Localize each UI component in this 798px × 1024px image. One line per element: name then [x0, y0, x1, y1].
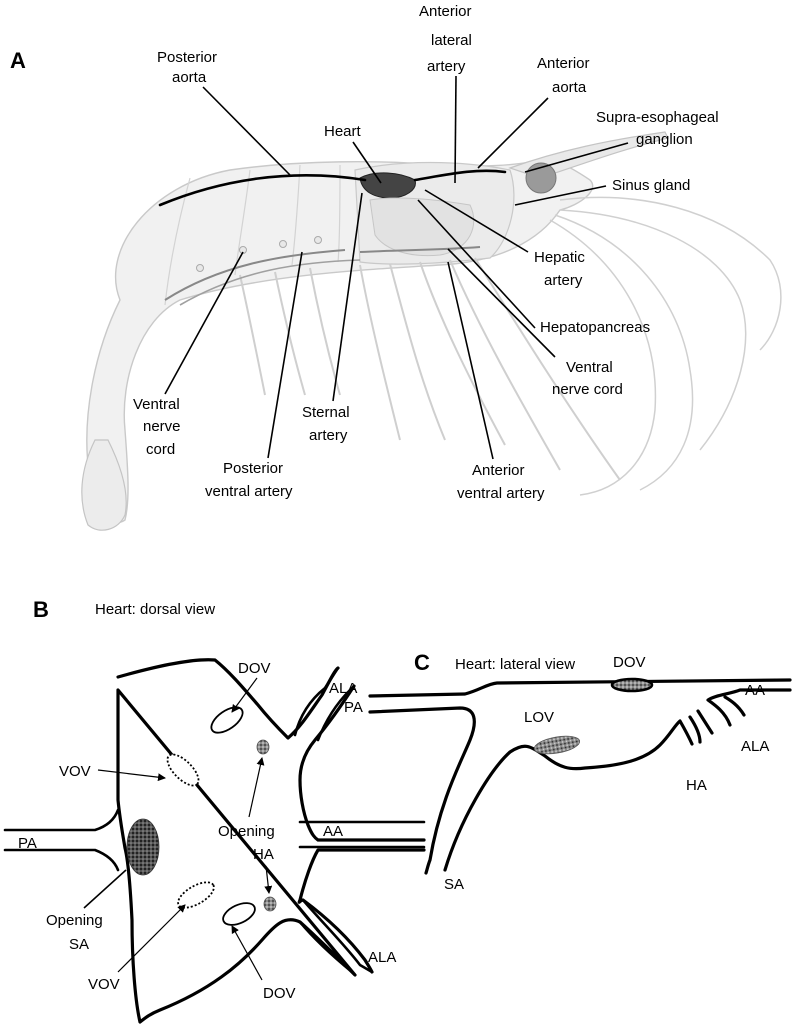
b-label-opening-sa-1: Opening: [46, 912, 103, 929]
panel-c-letter: C: [414, 650, 430, 675]
c-label-dov: DOV: [613, 654, 646, 671]
label-anterior-lateral-artery-1: Anterior: [419, 3, 472, 20]
label-posterior-aorta-2: aorta: [172, 69, 207, 86]
panel-b-title: Heart: dorsal view: [95, 601, 215, 618]
label-ganglion-1: Supra-esophageal: [596, 109, 719, 126]
b-label-opening-ha-1: Opening: [218, 823, 275, 840]
panel-c: C Heart: lateral view DOV AA PA LOV ALA …: [344, 650, 790, 893]
label-sinus-gland: Sinus gland: [612, 177, 690, 194]
label-sternal-artery-1: Sternal: [302, 404, 350, 421]
leader-anterior-aorta: [478, 98, 548, 168]
c-label-sa: SA: [444, 876, 464, 893]
b-label-aa: AA: [323, 823, 343, 840]
sa-opening: [127, 819, 159, 875]
label-ventral-nerve-cord-left-3: cord: [146, 441, 175, 458]
vov-top-ostium: [162, 749, 203, 790]
label-heart: Heart: [324, 123, 362, 140]
dov-bottom-ostium: [220, 899, 258, 930]
label-ventral-nerve-cord-right-2: nerve cord: [552, 381, 623, 398]
b-label-pa: PA: [18, 835, 37, 852]
leader-anterior-ventral-artery: [448, 262, 493, 459]
dov-top-ostium: [207, 702, 247, 737]
panel-b: B Heart: dorsal view DOV ALA VOV PA Open…: [5, 597, 424, 1022]
c-label-aa: AA: [745, 682, 765, 699]
label-hepatic-artery-2: artery: [544, 272, 583, 289]
c-dov-ostium: [612, 679, 652, 691]
leader-anterior-lateral-artery: [455, 76, 456, 183]
b-label-opening-ha-2: HA: [253, 846, 274, 863]
label-anterior-aorta-1: Anterior: [537, 55, 590, 72]
b-label-ala-top: ALA: [329, 680, 357, 697]
ha-opening-bottom: [264, 897, 276, 911]
b-label-vov-bottom: VOV: [88, 976, 120, 993]
panel-a: A: [10, 3, 781, 530]
pa-vessel-top: [5, 810, 118, 830]
label-posterior-ventral-artery-2: ventral artery: [205, 483, 293, 500]
panel-b-letter: B: [33, 597, 49, 622]
label-ventral-nerve-cord-right-1: Ventral: [566, 359, 613, 376]
panel-c-title: Heart: lateral view: [455, 656, 575, 673]
c-lov-ostium: [533, 733, 581, 757]
label-anterior-lateral-artery-3: artery: [427, 58, 466, 75]
b-label-ala-bottom: ALA: [368, 949, 396, 966]
label-hepatic-artery-1: Hepatic: [534, 249, 585, 266]
b-label-dov-top: DOV: [238, 660, 271, 677]
label-anterior-ventral-artery-1: Anterior: [472, 462, 525, 479]
leader-posterior-ventral-artery: [268, 252, 302, 458]
label-sternal-artery-2: artery: [309, 427, 348, 444]
label-posterior-aorta-1: Posterior: [157, 49, 217, 66]
b-label-vov-top: VOV: [59, 763, 91, 780]
c-label-lov: LOV: [524, 709, 554, 726]
b-label-dov-bottom: DOV: [263, 985, 296, 1002]
label-ganglion-2: ganglion: [636, 131, 693, 148]
heart-dorsal-outline: [118, 660, 424, 1022]
pa-vessel-bottom: [5, 850, 118, 870]
vov-bottom-ostium: [174, 877, 218, 913]
leader-posterior-aorta: [203, 87, 290, 175]
c-label-pa: PA: [344, 699, 363, 716]
ha-opening-top: [257, 740, 269, 754]
label-posterior-ventral-artery-1: Posterior: [223, 460, 283, 477]
c-label-ala: ALA: [741, 738, 769, 755]
label-ventral-nerve-cord-left-1: Ventral: [133, 396, 180, 413]
label-anterior-lateral-artery-2: lateral: [431, 32, 472, 49]
label-anterior-aorta-2: aorta: [552, 79, 587, 96]
c-label-ha: HA: [686, 777, 707, 794]
label-ventral-nerve-cord-left-2: nerve: [143, 418, 181, 435]
label-anterior-ventral-artery-2: ventral artery: [457, 485, 545, 502]
label-hepatopancreas: Hepatopancreas: [540, 319, 650, 336]
b-label-opening-sa-2: SA: [69, 936, 89, 953]
panel-a-letter: A: [10, 48, 26, 73]
